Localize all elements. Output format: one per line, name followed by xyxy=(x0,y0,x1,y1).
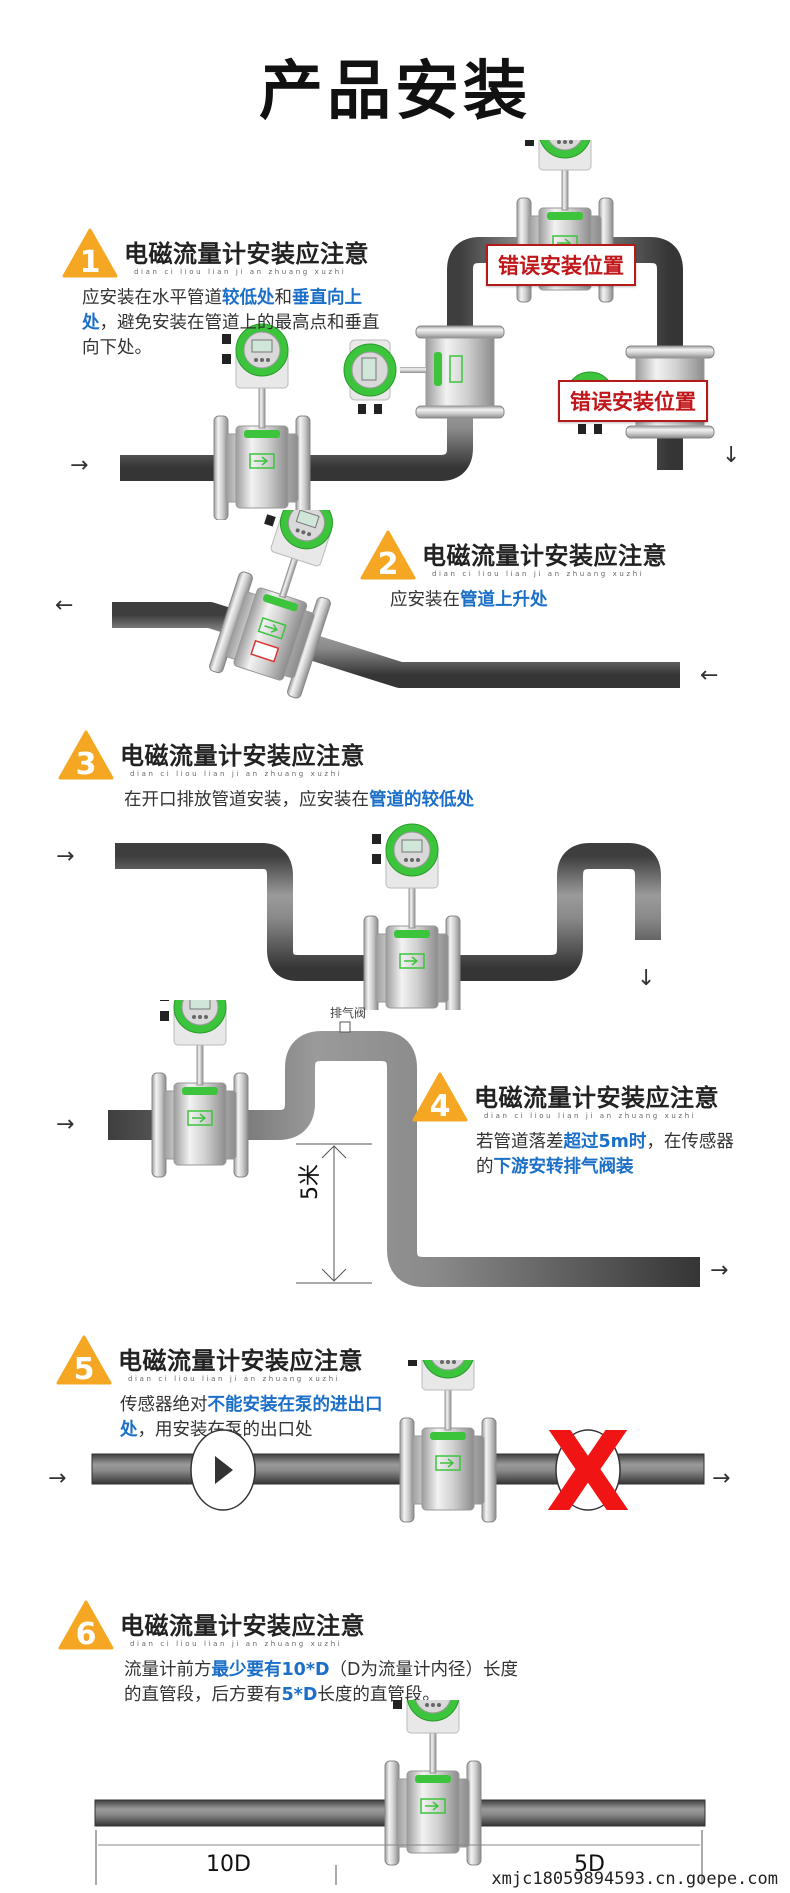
note-1: 1 电磁流量计安装应注意 dian ci liou lian ji an zhu… xyxy=(62,228,422,368)
pipe-u-shape xyxy=(115,843,661,981)
note-2: 2 电磁流量计安装应注意 dian ci liou lian ji an zhu… xyxy=(360,530,780,630)
note-description: 应安装在管道上升处 xyxy=(390,588,548,613)
svg-text:5: 5 xyxy=(74,1352,95,1385)
note-pinyin: dian ci liou lian ji an zhuang xuzhi xyxy=(130,1640,343,1648)
flowmeter-correct xyxy=(399,1360,497,1523)
description-text: 传感器绝对 xyxy=(120,1395,208,1415)
page-title: 产品安装 xyxy=(259,55,531,129)
note-4: 4 电磁流量计安装应注意 dian ci liou lian ji an zhu… xyxy=(412,1072,782,1182)
section-6-diagram xyxy=(94,1700,706,1885)
svg-text:4: 4 xyxy=(430,1089,451,1122)
note-heading: 电磁流量计安装应注意 xyxy=(120,1612,365,1640)
air-valve-label: 排气阀 xyxy=(330,1006,367,1020)
pump-icon xyxy=(190,1429,256,1511)
warning-triangle-icon: 4 xyxy=(412,1072,468,1122)
flowmeter-vertical-up xyxy=(400,325,505,419)
upstream-length-label: 10D xyxy=(206,1852,251,1877)
note-heading: 电磁流量计安装应注意 xyxy=(422,542,667,570)
warning-triangle-icon: 1 xyxy=(62,228,118,278)
description-text: 和 xyxy=(274,288,293,308)
flow-arrow-in: → xyxy=(48,1466,67,1491)
svg-text:2: 2 xyxy=(378,547,399,580)
description-text: ，避免安装在管道上的最高点和垂直向下处。 xyxy=(82,313,380,358)
pipe-drop xyxy=(108,1031,700,1287)
description-text: ，在传感器的 xyxy=(476,1132,734,1177)
description-text: 在开口排放管道安装，应安装在 xyxy=(124,790,369,810)
pump-wrong-position xyxy=(555,1429,621,1511)
description-text: 流量计前方 xyxy=(124,1660,212,1680)
highlight-text: 超过5m时 xyxy=(563,1132,647,1152)
svg-text:1: 1 xyxy=(80,245,101,278)
flowmeter-correct xyxy=(363,823,461,1010)
flow-arrow-in: ← xyxy=(700,663,719,688)
highlight-text: 下游安转排气阀装 xyxy=(493,1157,634,1177)
air-valve-icon xyxy=(339,1021,351,1033)
description-text: 若管道落差 xyxy=(476,1132,564,1152)
description-text: 应安装在水平管道 xyxy=(82,288,222,308)
note-description: 应安装在水平管道较低处和垂直向上处，避免安装在管道上的最高点和垂直向下处。 xyxy=(82,286,382,361)
downstream-length-label: 5D xyxy=(574,1852,605,1877)
highlight-text: 5*D xyxy=(281,1685,318,1705)
note-pinyin: dian ci liou lian ji an zhuang xuzhi xyxy=(432,570,645,578)
note-pinyin: dian ci liou lian ji an zhuang xuzhi xyxy=(134,268,347,276)
flow-arrow-down: ↓ xyxy=(722,443,741,468)
highlight-text: 不能安装在泵的进出口处 xyxy=(120,1395,383,1440)
note-description: 在开口排放管道安装，应安装在管道的较低处 xyxy=(124,788,544,813)
warning-triangle-icon: 3 xyxy=(58,730,114,780)
highlight-text: 管道上升处 xyxy=(460,590,548,610)
highlight-text: 管道的较低处 xyxy=(369,790,474,810)
pipe-horizontal xyxy=(120,380,473,481)
note-3: 3 电磁流量计安装应注意 dian ci liou lian ji an zhu… xyxy=(58,730,518,820)
note-heading: 电磁流量计安装应注意 xyxy=(120,742,365,770)
highlight-text: 垂直向上处 xyxy=(82,288,362,333)
note-heading: 电磁流量计安装应注意 xyxy=(124,240,369,268)
height-label: 5米 xyxy=(298,1164,323,1200)
wrong-mark-icon: X xyxy=(546,1408,631,1536)
warning-triangle-icon: 6 xyxy=(58,1600,114,1650)
section-4-diagram xyxy=(108,1000,700,1287)
flow-arrow-in: → xyxy=(56,844,75,869)
note-6: 6 电磁流量计安装应注意 dian ci liou lian ji an zhu… xyxy=(58,1600,518,1710)
section-2-diagram xyxy=(112,510,680,701)
note-heading: 电磁流量计安装应注意 xyxy=(118,1347,363,1375)
note-description: 若管道落差超过5m时，在传感器的下游安转排气阀装 xyxy=(476,1130,746,1180)
description-text: 应安装在 xyxy=(390,590,460,610)
warning-triangle-icon: 5 xyxy=(56,1335,112,1385)
flow-arrow-in: → xyxy=(70,453,89,478)
note-pinyin: dian ci liou lian ji an zhuang xuzhi xyxy=(484,1112,697,1120)
flow-arrow-out: ← xyxy=(55,593,74,618)
flow-arrow-down: ↓ xyxy=(637,966,656,991)
svg-text:6: 6 xyxy=(76,1617,97,1650)
svg-text:3: 3 xyxy=(76,747,97,780)
section-5-diagram: X xyxy=(91,1360,705,1536)
note-pinyin: dian ci liou lian ji an zhuang xuzhi xyxy=(130,770,343,778)
highlight-text: 较低处 xyxy=(222,288,275,308)
section-3-diagram xyxy=(115,823,661,1010)
flow-arrow-out: → xyxy=(712,1466,731,1491)
flowmeter-correct xyxy=(384,1700,482,1866)
flowmeter-correct xyxy=(151,1000,249,1178)
error-label-top: 错误安装位置 xyxy=(486,244,636,286)
highlight-text: 最少要有10*D xyxy=(211,1660,330,1680)
warning-triangle-icon: 2 xyxy=(360,530,416,580)
flow-arrow-out: → xyxy=(710,1258,729,1283)
note-heading: 电磁流量计安装应注意 xyxy=(474,1084,719,1112)
transmitter-side xyxy=(343,339,397,414)
watermark: xmjc18059894593.cn.goepe.com xyxy=(491,1869,778,1889)
flow-arrow-in: → xyxy=(56,1112,75,1137)
note-pinyin: dian ci liou lian ji an zhuang xuzhi xyxy=(128,1375,341,1383)
error-label-side: 错误安装位置 xyxy=(558,380,708,422)
description-text: （D为流量计内径）长度的直管段，后方要有 xyxy=(124,1660,519,1705)
flowmeter-correct xyxy=(207,510,361,701)
